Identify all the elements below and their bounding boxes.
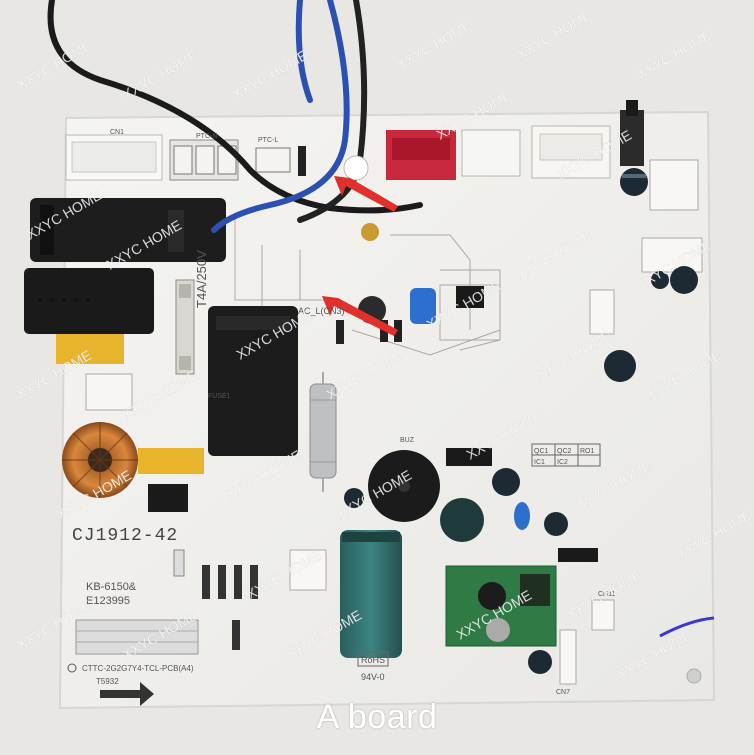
board-model: KB-6150&: [86, 581, 137, 593]
connector-right-mid: [641, 237, 703, 273]
table-ic1: IC1: [534, 459, 545, 466]
power-resistor: [309, 372, 337, 492]
image-caption: A board: [316, 698, 438, 736]
blue-capacitor-small: [410, 288, 436, 324]
connector-top-left: [65, 134, 163, 181]
fuse: [175, 279, 195, 375]
rohs-mark: RoHS: [361, 655, 385, 665]
transistor: [456, 286, 484, 308]
orange-capacitor: [361, 223, 379, 241]
connector-left-mid: [85, 373, 133, 411]
capacitor-center-2: [492, 468, 520, 496]
board-code: CJ1912-42: [72, 526, 178, 546]
flammability-rating: 94V-0: [361, 672, 385, 682]
ac-label: AC_L(CN3): [298, 306, 345, 316]
capacitor-top-right: [620, 168, 648, 196]
fuse-rating-label: T4A/250V: [194, 250, 209, 308]
label-sticker: [75, 619, 199, 655]
ptc-n-label: PTC-N: [196, 133, 217, 140]
connector-lower-center: [289, 549, 327, 591]
ptc-block: [169, 139, 306, 181]
ic-chip: [446, 448, 492, 466]
connector-right-top: [649, 159, 699, 211]
pcb-name: CTTC-2G2G7Y4-TCL-PCB(A4): [82, 664, 194, 673]
circuit-board: [58, 110, 716, 710]
table-qc1: QC1: [534, 448, 549, 455]
capacitor-right-mid: [670, 266, 698, 294]
red-connector: [386, 130, 456, 180]
electrolytic-capacitor: [340, 530, 402, 658]
direction-arrow: [100, 682, 154, 706]
date-code: T5932: [96, 677, 119, 686]
yellow-capacitor-left: [56, 334, 124, 364]
connector-small-right: [589, 289, 615, 335]
cn1-label: CN1: [110, 129, 124, 136]
toroid-inductor: [62, 422, 138, 498]
push-button: [620, 100, 644, 166]
capacitor-center: [440, 498, 484, 542]
component-table: QC1 QC2 RO1 IC1 IC2: [531, 443, 601, 467]
ptc-l-label: PTC-L: [258, 137, 278, 144]
buzzer-label: BUZ: [400, 437, 415, 444]
table-ic2: IC2: [557, 459, 568, 466]
board-serial: E123995: [86, 595, 130, 607]
relay-main: [208, 306, 298, 456]
relay-top-tab: [168, 210, 184, 252]
dc-module: [445, 565, 557, 647]
connector-top-a: [461, 129, 521, 177]
buzzer: [368, 450, 440, 522]
red-arrows: [322, 176, 398, 336]
cn11-label: CN11: [598, 591, 615, 598]
cn7-label: CN7: [556, 689, 570, 696]
wires: [47, 0, 423, 233]
bridge-rectifier: [148, 484, 188, 512]
table-qc2: QC2: [557, 448, 572, 455]
fuse1-label: FUSE1: [208, 393, 231, 400]
diodes-bottom: [173, 549, 258, 650]
table-ro1: RO1: [580, 448, 595, 455]
capacitor-right: [604, 350, 636, 382]
ink-mark: [659, 616, 715, 638]
yellow-capacitor-mid: [138, 448, 204, 474]
